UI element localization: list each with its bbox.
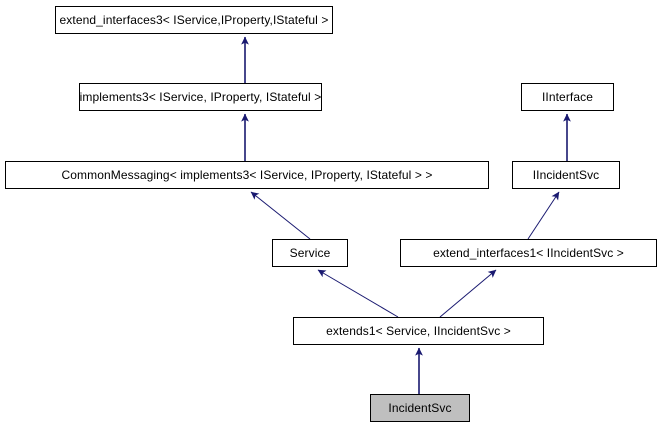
node-label: extend_interfaces1< IIncidentSvc > [433, 246, 624, 260]
node-label: IncidentSvc [388, 401, 452, 415]
node-label: CommonMessaging< implements3< IService, … [61, 168, 433, 182]
node-iinterface[interactable]: IInterface [521, 83, 614, 111]
node-label: extends1< Service, IIncidentSvc > [326, 324, 511, 338]
node-label: IInterface [541, 90, 594, 104]
edge-service-to-commonmessaging [250, 191, 311, 240]
node-label: implements3< IService, IProperty, IState… [79, 90, 322, 104]
edge-extends1-to-service [317, 269, 399, 318]
node-extend-interfaces3[interactable]: extend_interfaces3< IService,IProperty,I… [55, 6, 333, 34]
node-commonmessaging[interactable]: CommonMessaging< implements3< IService, … [5, 161, 489, 189]
node-label: IIncidentSvc [532, 168, 600, 182]
edge-extends1-to-extend-interfaces1 [439, 269, 497, 318]
node-label: Service [289, 246, 331, 260]
node-extends1[interactable]: extends1< Service, IIncidentSvc > [293, 317, 544, 345]
node-incidentsvc[interactable]: IncidentSvc [370, 394, 470, 422]
node-service[interactable]: Service [272, 239, 348, 267]
node-label: extend_interfaces3< IService,IProperty,I… [59, 13, 329, 27]
node-implements3[interactable]: implements3< IService, IProperty, IState… [79, 83, 322, 111]
node-extend-interfaces1[interactable]: extend_interfaces1< IIncidentSvc > [400, 239, 657, 267]
node-iincidentsvc[interactable]: IIncidentSvc [512, 161, 620, 189]
edge-extend-interfaces1-to-iincidentsvc [527, 191, 560, 240]
